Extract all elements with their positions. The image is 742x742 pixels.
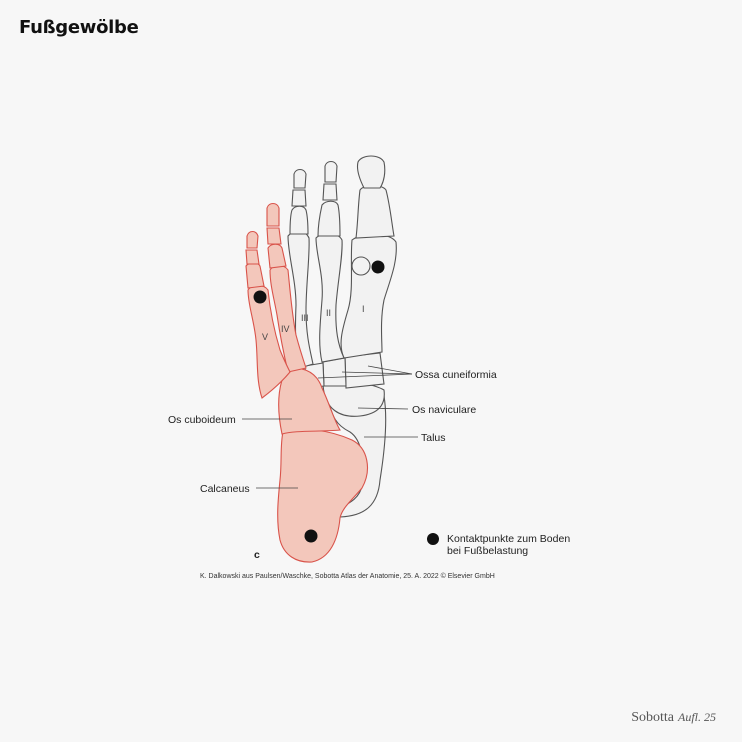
leader-lines (242, 365, 418, 489)
legend-text-line2: bei Fußbelastung (447, 545, 528, 557)
metatarsal-5-bone (247, 284, 291, 399)
cuboid-bone (278, 368, 341, 435)
label-os-cuboideum: Os cuboideum (168, 414, 236, 426)
phalanx-5-distal (246, 230, 259, 249)
lateral-column (245, 202, 368, 563)
phalanx-5-proximal (245, 262, 265, 289)
phalanx-4-proximal (267, 243, 287, 269)
phalanx-5-middle (245, 249, 260, 265)
phalanx-1-proximal (355, 184, 395, 239)
image-credit: K. Dalkowski aus Paulsen/Waschke, Sobott… (200, 572, 495, 580)
metatarsal-3-bone (287, 231, 314, 369)
phalanx-3-middle (291, 189, 307, 207)
brand-name: Sobotta (631, 710, 674, 725)
brand-edition: Aufl. 25 (678, 710, 716, 724)
metatarsal-label-2: II (326, 308, 331, 318)
contact-point-fifth-metatarsal (253, 290, 267, 304)
contact-point-calcaneus (304, 529, 318, 543)
metatarsal-label-3: III (301, 313, 309, 323)
metatarsal-2-bone (315, 233, 345, 363)
metatarsal-label-1: I (362, 304, 365, 314)
sesamoid-bone (351, 256, 371, 276)
metatarsal-label-4: IV (281, 324, 290, 334)
label-calcaneus: Calcaneus (200, 483, 250, 495)
publisher-brand: Sobotta Aufl. 25 (631, 710, 716, 726)
metatarsal-1-bone (340, 233, 397, 359)
legend-text-line1: Kontaktpunkte zum Boden (447, 533, 570, 545)
phalanx-3-proximal (289, 205, 309, 235)
phalanx-2-proximal (317, 200, 341, 237)
page-title: Fußgewölbe (19, 17, 139, 38)
panel-letter: c (254, 549, 260, 561)
label-talus: Talus (421, 432, 446, 444)
phalanx-2-distal (324, 160, 338, 183)
phalanx-4-middle (266, 227, 282, 245)
phalanx-4-distal (266, 202, 280, 227)
contact-point-first-metatarsal (371, 260, 385, 274)
metatarsal-label-5: V (262, 332, 268, 342)
label-ossa-cuneiformia: Ossa cuneiformia (415, 369, 497, 381)
metatarsal-4-bone (269, 264, 307, 373)
legend-contact-icon (427, 533, 439, 545)
phalanx-2-middle (322, 183, 338, 201)
label-os-naviculare: Os naviculare (412, 404, 476, 416)
cuneiform-medial (344, 352, 385, 389)
phalanx-1-distal (356, 155, 386, 189)
calcaneus-bone (277, 428, 368, 563)
phalanx-3-distal (293, 168, 307, 189)
medial-column (287, 155, 397, 518)
